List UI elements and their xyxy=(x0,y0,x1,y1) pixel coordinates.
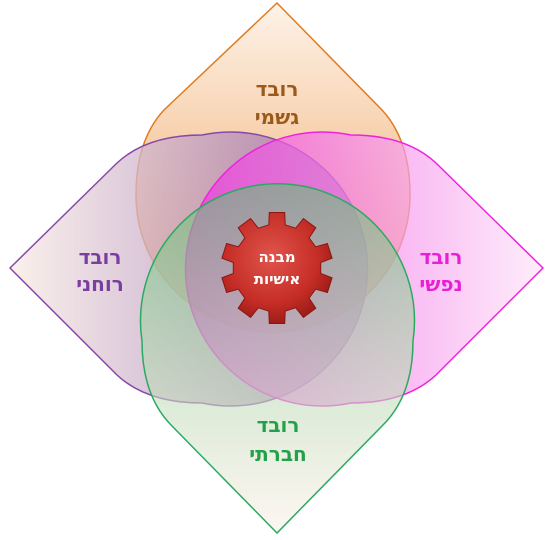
mental-layer-label-1: רובד xyxy=(420,245,463,269)
center-label-1: מבנה xyxy=(258,248,295,266)
social-layer-label-1: רובד xyxy=(257,413,300,437)
physical-layer-label-1: רובד xyxy=(256,77,299,101)
gear-icon xyxy=(221,212,333,324)
social-layer-petal xyxy=(139,183,416,535)
mental-layer-label-2: נפשי xyxy=(419,272,462,296)
spiritual-layer-label-1: רובד xyxy=(79,245,122,269)
physical-layer-label-2: גשמי xyxy=(255,105,300,129)
spiritual-layer-label-2: רוחני xyxy=(76,272,124,296)
center-label-2: אישיות xyxy=(254,270,301,288)
social-layer-label-2: חברתי xyxy=(249,442,307,466)
